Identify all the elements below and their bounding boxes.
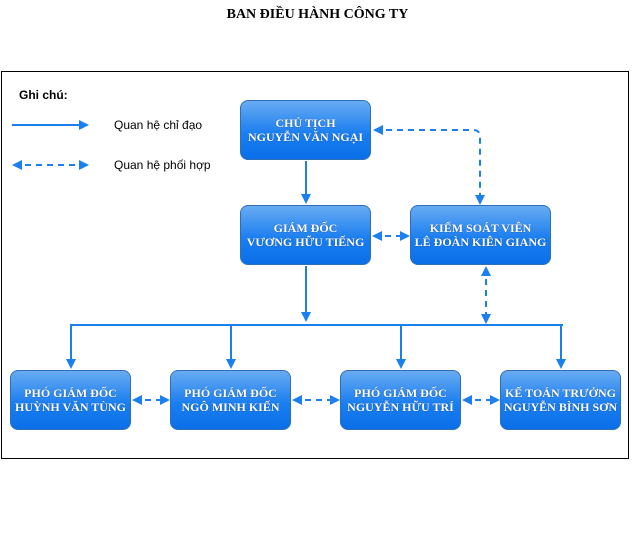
node-deputy2: PHÓ GIÁM ĐỐC NGÔ MINH KIẾN	[170, 370, 291, 430]
node-director-role: GIÁM ĐỐC	[273, 221, 338, 235]
node-accountant-role: KẾ TOÁN TRƯỞNG	[505, 386, 616, 400]
node-deputy3-role: PHÓ GIÁM ĐỐC	[354, 386, 447, 400]
legend-dashed-label: Quan hệ phối hợp	[114, 158, 211, 172]
node-supervisor-name: LÊ ĐOÀN KIÊN GIANG	[414, 235, 547, 249]
node-director: GIÁM ĐỐC VƯƠNG HỮU TIẾNG	[240, 205, 371, 265]
node-supervisor-role: KIỂM SOÁT VIÊN	[429, 221, 532, 235]
node-deputy1: PHÓ GIÁM ĐỐC HUỲNH VĂN TÙNG	[10, 370, 131, 430]
node-chairman-name: NGUYỄN VĂN NGẠI	[247, 130, 364, 144]
node-supervisor: KIỂM SOÁT VIÊN LÊ ĐOÀN KIÊN GIANG	[410, 205, 551, 265]
node-deputy2-role: PHÓ GIÁM ĐỐC	[184, 386, 277, 400]
node-accountant: KẾ TOÁN TRƯỞNG NGUYỄN BÌNH SƠN	[500, 370, 621, 430]
legend-solid-label: Quan hệ chỉ đạo	[114, 118, 203, 132]
node-deputy3-name: NGUYỄN HỮU TRÍ	[347, 400, 454, 414]
node-deputy3: PHÓ GIÁM ĐỐC NGUYỄN HỮU TRÍ	[340, 370, 461, 430]
page-title: BAN ĐIỀU HÀNH CÔNG TY	[226, 7, 409, 22]
edge-chairman-supervisor	[373, 125, 485, 205]
node-chairman-role: CHỦ TỊCH	[275, 116, 336, 130]
node-director-name: VƯƠNG HỮU TIẾNG	[246, 235, 365, 249]
node-deputy1-name: HUỲNH VĂN TÙNG	[15, 400, 126, 414]
node-deputy2-name: NGÔ MINH KIẾN	[181, 400, 280, 414]
node-chairman: CHỦ TỊCH NGUYỄN VĂN NGẠI	[240, 100, 371, 160]
diagram-frame	[1, 71, 629, 459]
node-deputy1-role: PHÓ GIÁM ĐỐC	[24, 386, 117, 400]
legend-heading: Ghi chú:	[19, 88, 68, 102]
node-accountant-name: NGUYỄN BÌNH SƠN	[503, 400, 618, 414]
